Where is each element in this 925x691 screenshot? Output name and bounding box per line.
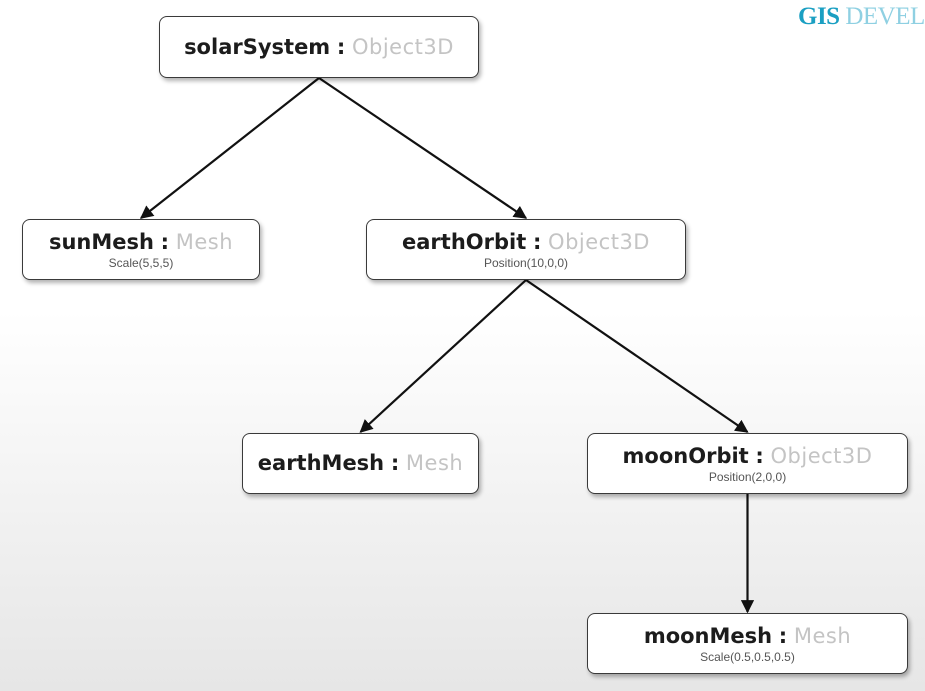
node-earth-orbit: earthOrbit : Object3D Position(10,0,0) <box>366 219 686 280</box>
node-name: moonOrbit <box>622 443 749 468</box>
watermark-logo: GIS DEVELOPER <box>798 2 925 32</box>
node-separator: : <box>755 443 764 468</box>
node-type: Object3D <box>770 443 873 468</box>
node-sun-mesh: sunMesh : Mesh Scale(5,5,5) <box>22 219 260 280</box>
node-type: Object3D <box>548 229 650 254</box>
edge-solarSystem-to-earthOrbit <box>318 77 528 219</box>
node-separator: : <box>160 229 170 254</box>
node-moon-orbit: moonOrbit : Object3D Position(2,0,0) <box>587 433 908 494</box>
node-type: Mesh <box>793 623 852 648</box>
node-detail: Position(2,0,0) <box>708 469 787 484</box>
node-moon-mesh: moonMesh : Mesh Scale(0.5,0.5,0.5) <box>587 613 908 674</box>
node-type: Object3D <box>351 34 454 59</box>
watermark-part-2: DEVELOPER <box>845 3 925 30</box>
node-name: sunMesh <box>48 229 154 254</box>
node-separator: : <box>390 451 400 475</box>
node-earth-mesh: earthMesh : Mesh <box>242 433 479 494</box>
node-name: earthOrbit <box>402 229 527 254</box>
node-type: Mesh <box>405 451 464 475</box>
edge-earthOrbit-to-earthMesh <box>359 279 527 433</box>
watermark-part-1: GIS <box>798 3 840 30</box>
node-detail: Position(10,0,0) <box>483 255 569 270</box>
node-detail: Scale(0.5,0.5,0.5) <box>700 649 795 664</box>
node-separator: : <box>778 623 788 648</box>
edge-earthOrbit-to-moonOrbit <box>525 279 749 433</box>
edge-solarSystem-to-sunMesh <box>139 77 320 219</box>
node-name: solarSystem <box>184 34 331 59</box>
node-separator: : <box>532 229 542 254</box>
node-type: Mesh <box>175 229 234 254</box>
node-separator: : <box>336 34 346 59</box>
node-solar-system: solarSystem : Object3D <box>159 16 479 78</box>
node-name: moonMesh <box>643 623 773 648</box>
node-name: earthMesh <box>257 451 385 475</box>
node-detail: Scale(5,5,5) <box>108 255 174 270</box>
